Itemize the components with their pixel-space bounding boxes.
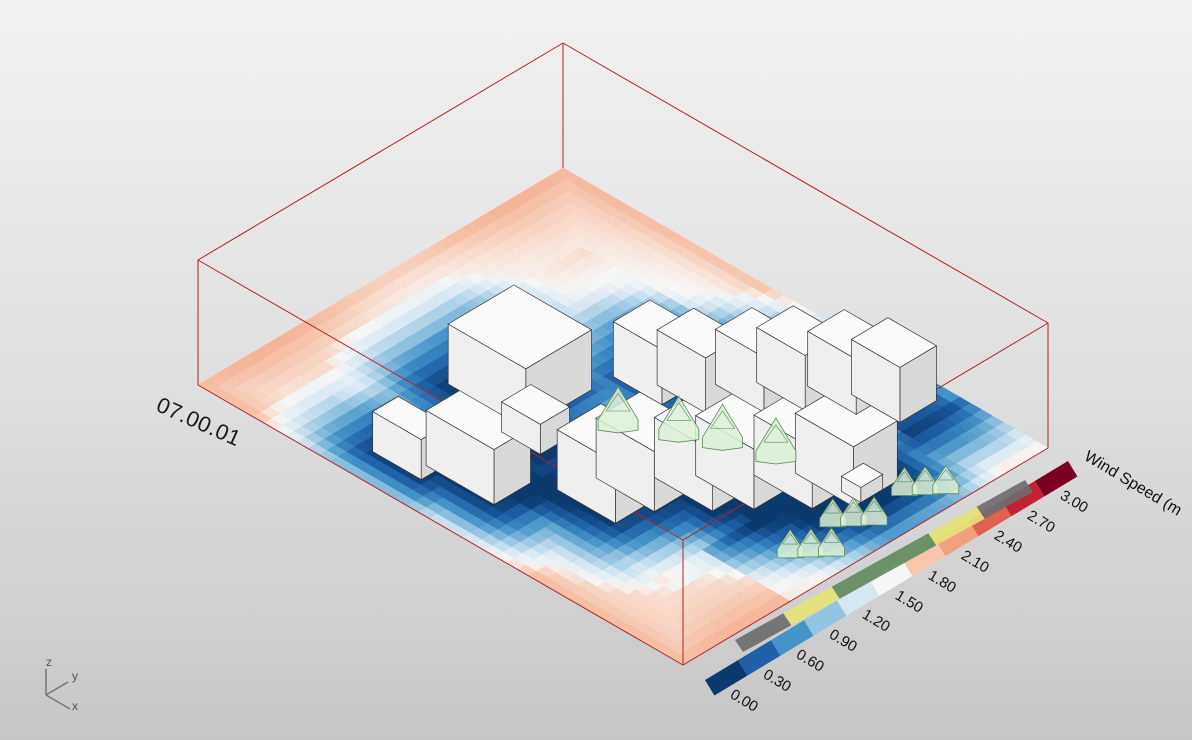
tree	[797, 528, 825, 558]
tree	[818, 527, 845, 557]
legend-swatch	[1002, 480, 1045, 517]
legend-swatch	[705, 660, 748, 696]
tree	[911, 465, 939, 496]
legend-color-bar	[705, 461, 1078, 696]
axis-y-label: y	[72, 669, 78, 683]
legend-swatch	[837, 580, 880, 616]
legend-swatch	[771, 620, 814, 656]
tree	[702, 403, 743, 451]
tree	[776, 529, 804, 559]
bounding-box-edge	[682, 447, 1049, 666]
legend-overlay-swatch	[928, 506, 985, 546]
legend-swatch	[870, 560, 913, 596]
tree	[860, 496, 888, 526]
bounding-box-edge	[197, 42, 564, 261]
tree	[891, 466, 918, 497]
building	[500, 384, 571, 455]
legend-overlay-swatch	[976, 480, 1033, 519]
bounding-box-front	[197, 384, 1049, 666]
legend-swatch	[903, 540, 946, 576]
axis-z-label: z	[46, 655, 52, 669]
legend-overlay-swatch	[880, 533, 937, 572]
legend-swatch	[1035, 461, 1078, 497]
trees	[597, 386, 960, 559]
legend-swatch	[936, 520, 979, 557]
building	[840, 462, 884, 504]
legend-swatch	[738, 640, 781, 676]
building	[850, 317, 938, 424]
tree	[932, 464, 960, 495]
axis-indicator-icon	[45, 669, 71, 710]
bounding-box-edge	[197, 384, 684, 666]
tree	[658, 395, 700, 443]
tree	[840, 497, 867, 527]
legend-overlay-swatch	[831, 560, 888, 599]
legend-overlay-swatch	[735, 613, 792, 652]
building	[425, 388, 532, 506]
tree	[755, 417, 797, 465]
tree	[819, 498, 847, 528]
legend-overlay-swatch	[783, 586, 840, 626]
legend-swatch	[804, 600, 847, 636]
building	[794, 386, 898, 508]
axis-x-label: x	[72, 699, 78, 713]
bounding-box-edge	[562, 42, 1049, 324]
axis-indicator: z y x	[36, 655, 96, 715]
tree	[597, 386, 639, 434]
